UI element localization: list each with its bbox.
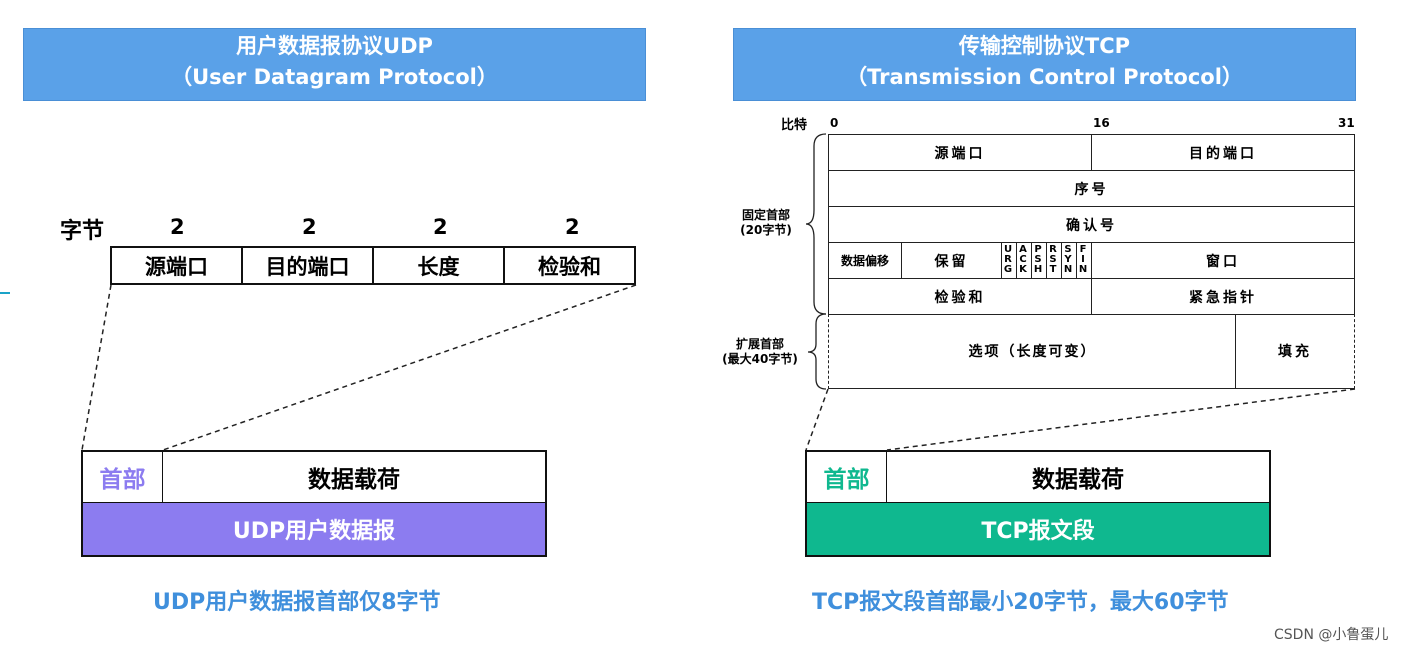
udp-byte-size-4: 2 <box>565 215 580 239</box>
tcp-fixed-header-label: 固定首部 (20字节) <box>730 208 802 238</box>
udp-title-line2: （User Datagram Protocol） <box>171 65 498 89</box>
udp-title-line1: 用户数据报协议UDP <box>236 34 433 58</box>
tcp-caption: TCP报文段首部最小20字节，最大60字节 <box>812 590 1229 615</box>
tcp-title-line2: （Transmission Control Protocol） <box>846 65 1243 89</box>
tcp-field-urgent: 紧急指针 <box>1091 278 1355 315</box>
udp-byte-label: 字节 <box>60 219 105 244</box>
tcp-ext-header-line2: (最大40字节) <box>722 352 798 366</box>
udp-byte-size-1: 2 <box>170 215 185 239</box>
tcp-fixed-header-line1: 固定首部 <box>741 208 790 222</box>
udp-title-banner: 用户数据报协议UDP （User Datagram Protocol） <box>23 28 646 101</box>
udp-byte-size-2: 2 <box>302 215 317 239</box>
udp-caption: UDP用户数据报首部仅8字节 <box>153 590 441 615</box>
watermark: CSDN @小鲁蛋儿 <box>1274 627 1389 643</box>
tcp-packet-bar: TCP报文段 <box>805 503 1271 557</box>
udp-connector-right <box>162 284 637 451</box>
tcp-title-line1: 传输控制协议TCP <box>958 34 1131 58</box>
tcp-ext-header-brace <box>807 313 827 390</box>
tcp-field-options: 选项（长度可变） <box>828 314 1236 389</box>
tcp-connector-right <box>886 388 1356 451</box>
tcp-bit-mark-16: 16 <box>1093 116 1110 130</box>
udp-field-dst-port: 目的端口 <box>241 246 374 285</box>
tcp-fixed-header-brace <box>805 133 827 315</box>
udp-connector-left <box>81 284 112 451</box>
udp-field-checksum: 检验和 <box>503 246 636 285</box>
udp-byte-size-3: 2 <box>433 215 448 239</box>
tcp-bit-mark-0: 0 <box>830 116 839 130</box>
tcp-field-padding: 填充 <box>1235 314 1355 389</box>
left-edge-marker <box>0 292 10 294</box>
udp-field-src-port: 源端口 <box>110 246 243 285</box>
tcp-ext-header-line1: 扩展首部 <box>735 337 784 351</box>
tcp-bit-mark-31: 31 <box>1338 116 1355 130</box>
tcp-fixed-header-line2: (20字节) <box>740 223 792 237</box>
tcp-bit-label: 比特 <box>781 118 808 133</box>
tcp-connector-left <box>805 388 829 451</box>
udp-field-length: 长度 <box>372 246 505 285</box>
tcp-ext-header-label: 扩展首部 (最大40字节) <box>712 337 808 367</box>
udp-packet-bar: UDP用户数据报 <box>81 503 547 557</box>
tcp-title-banner: 传输控制协议TCP （Transmission Control Protocol… <box>733 28 1356 101</box>
